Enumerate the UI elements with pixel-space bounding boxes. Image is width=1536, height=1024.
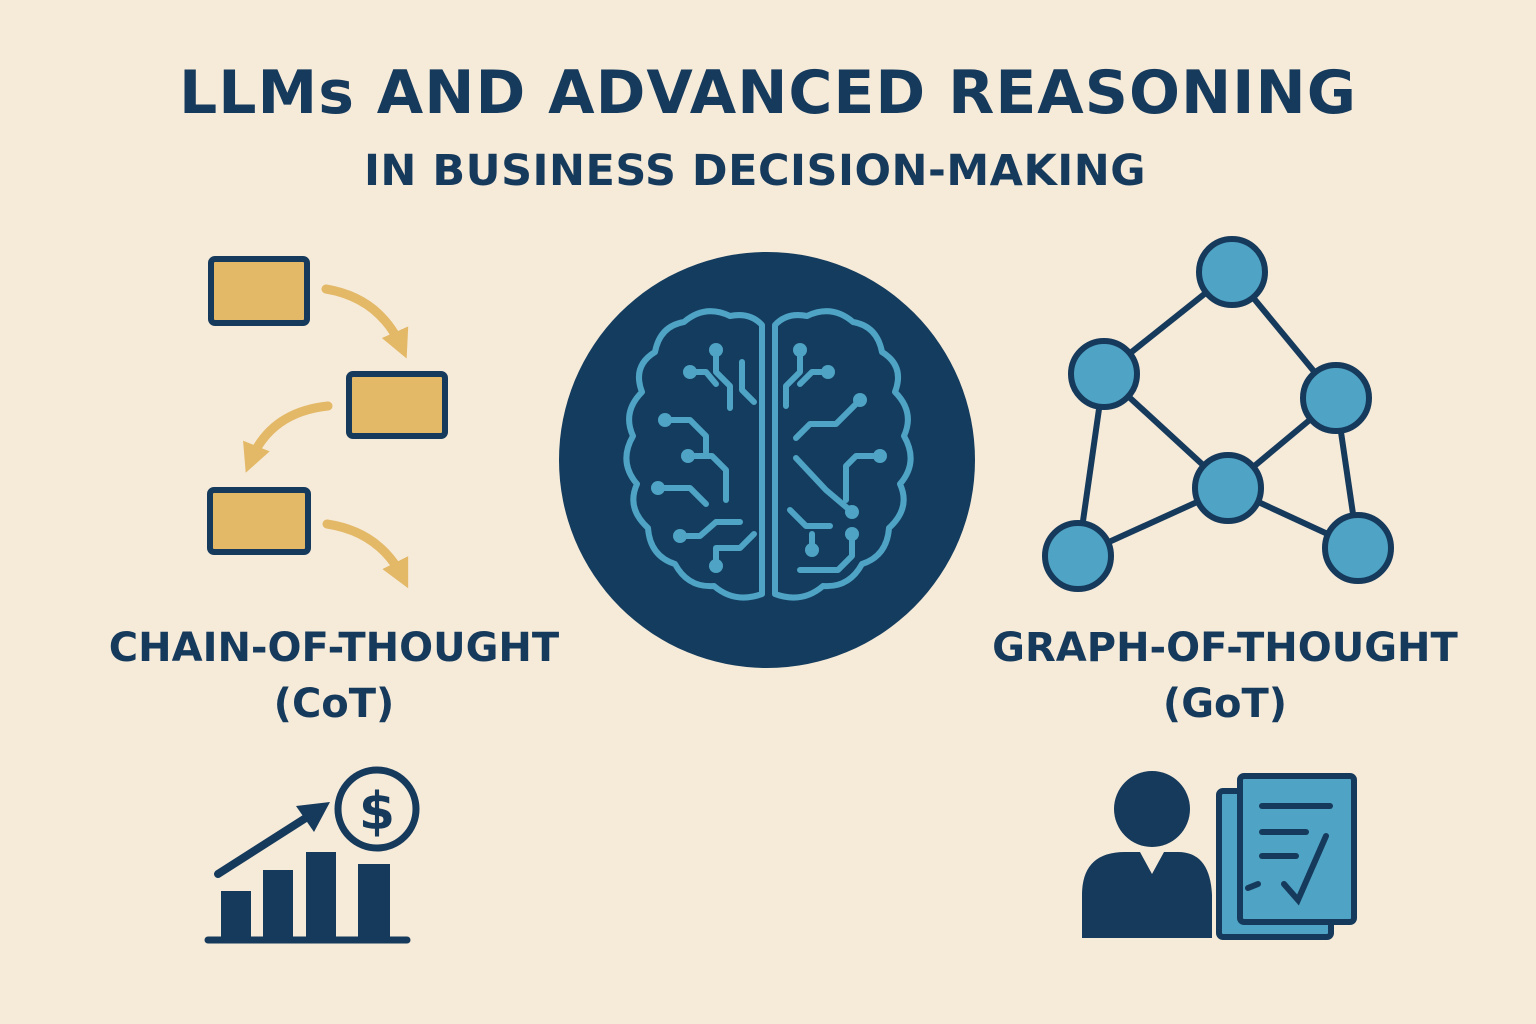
graph-of-thought-label: GRAPH-OF-THOUGHT (GoT) [980, 620, 1470, 732]
cot-label-line2: (CoT) [273, 681, 395, 727]
chain-of-thought-flow-icon [207, 256, 448, 589]
report-checkmark-icon [1281, 833, 1329, 906]
main-title: LLMs AND ADVANCED REASONING [179, 58, 1357, 128]
cot-label-line1: CHAIN-OF-THOUGHT [108, 625, 560, 671]
graph-node-left [1068, 338, 1140, 410]
growth-bar-3 [306, 852, 336, 937]
circuit-brain-icon [559, 252, 975, 668]
graph-node-bottom-right [1322, 512, 1394, 584]
dollar-coin-icon [334, 766, 420, 852]
chain-of-thought-label: CHAIN-OF-THOUGHT (CoT) [84, 620, 584, 732]
graph-node-top [1196, 236, 1268, 308]
got-label-line1: GRAPH-OF-THOUGHT [992, 625, 1458, 671]
growth-bar-4 [358, 864, 390, 937]
got-label-line2: (GoT) [1162, 681, 1288, 727]
chain-step-box-3 [207, 487, 311, 555]
dollar-sign: $ [359, 782, 395, 842]
growth-bar-2 [263, 870, 293, 937]
growth-trend-arrow [214, 810, 316, 878]
chain-arrow-3 [322, 519, 409, 589]
person-body-icon [1082, 852, 1212, 938]
person-report-icon [1082, 771, 1357, 940]
growth-arrow-head [296, 802, 330, 832]
graph-node-right [1300, 362, 1372, 434]
person-head-icon [1114, 771, 1190, 847]
report-front-sheet [1237, 773, 1357, 925]
chain-step-box-1 [208, 256, 310, 326]
chain-step-box-2 [346, 371, 448, 439]
graph-node-center [1192, 452, 1264, 524]
brain-circle-background [559, 252, 975, 668]
graph-node-bottom-left [1042, 520, 1114, 592]
growth-chart-dollar-icon: $ [204, 766, 420, 944]
growth-bar-1 [221, 891, 251, 937]
chain-arrow-2 [243, 401, 333, 473]
subtitle: IN BUSINESS DECISION-MAKING [363, 146, 1147, 196]
chain-arrow-1 [321, 284, 409, 359]
graph-network-icon [1042, 236, 1394, 592]
